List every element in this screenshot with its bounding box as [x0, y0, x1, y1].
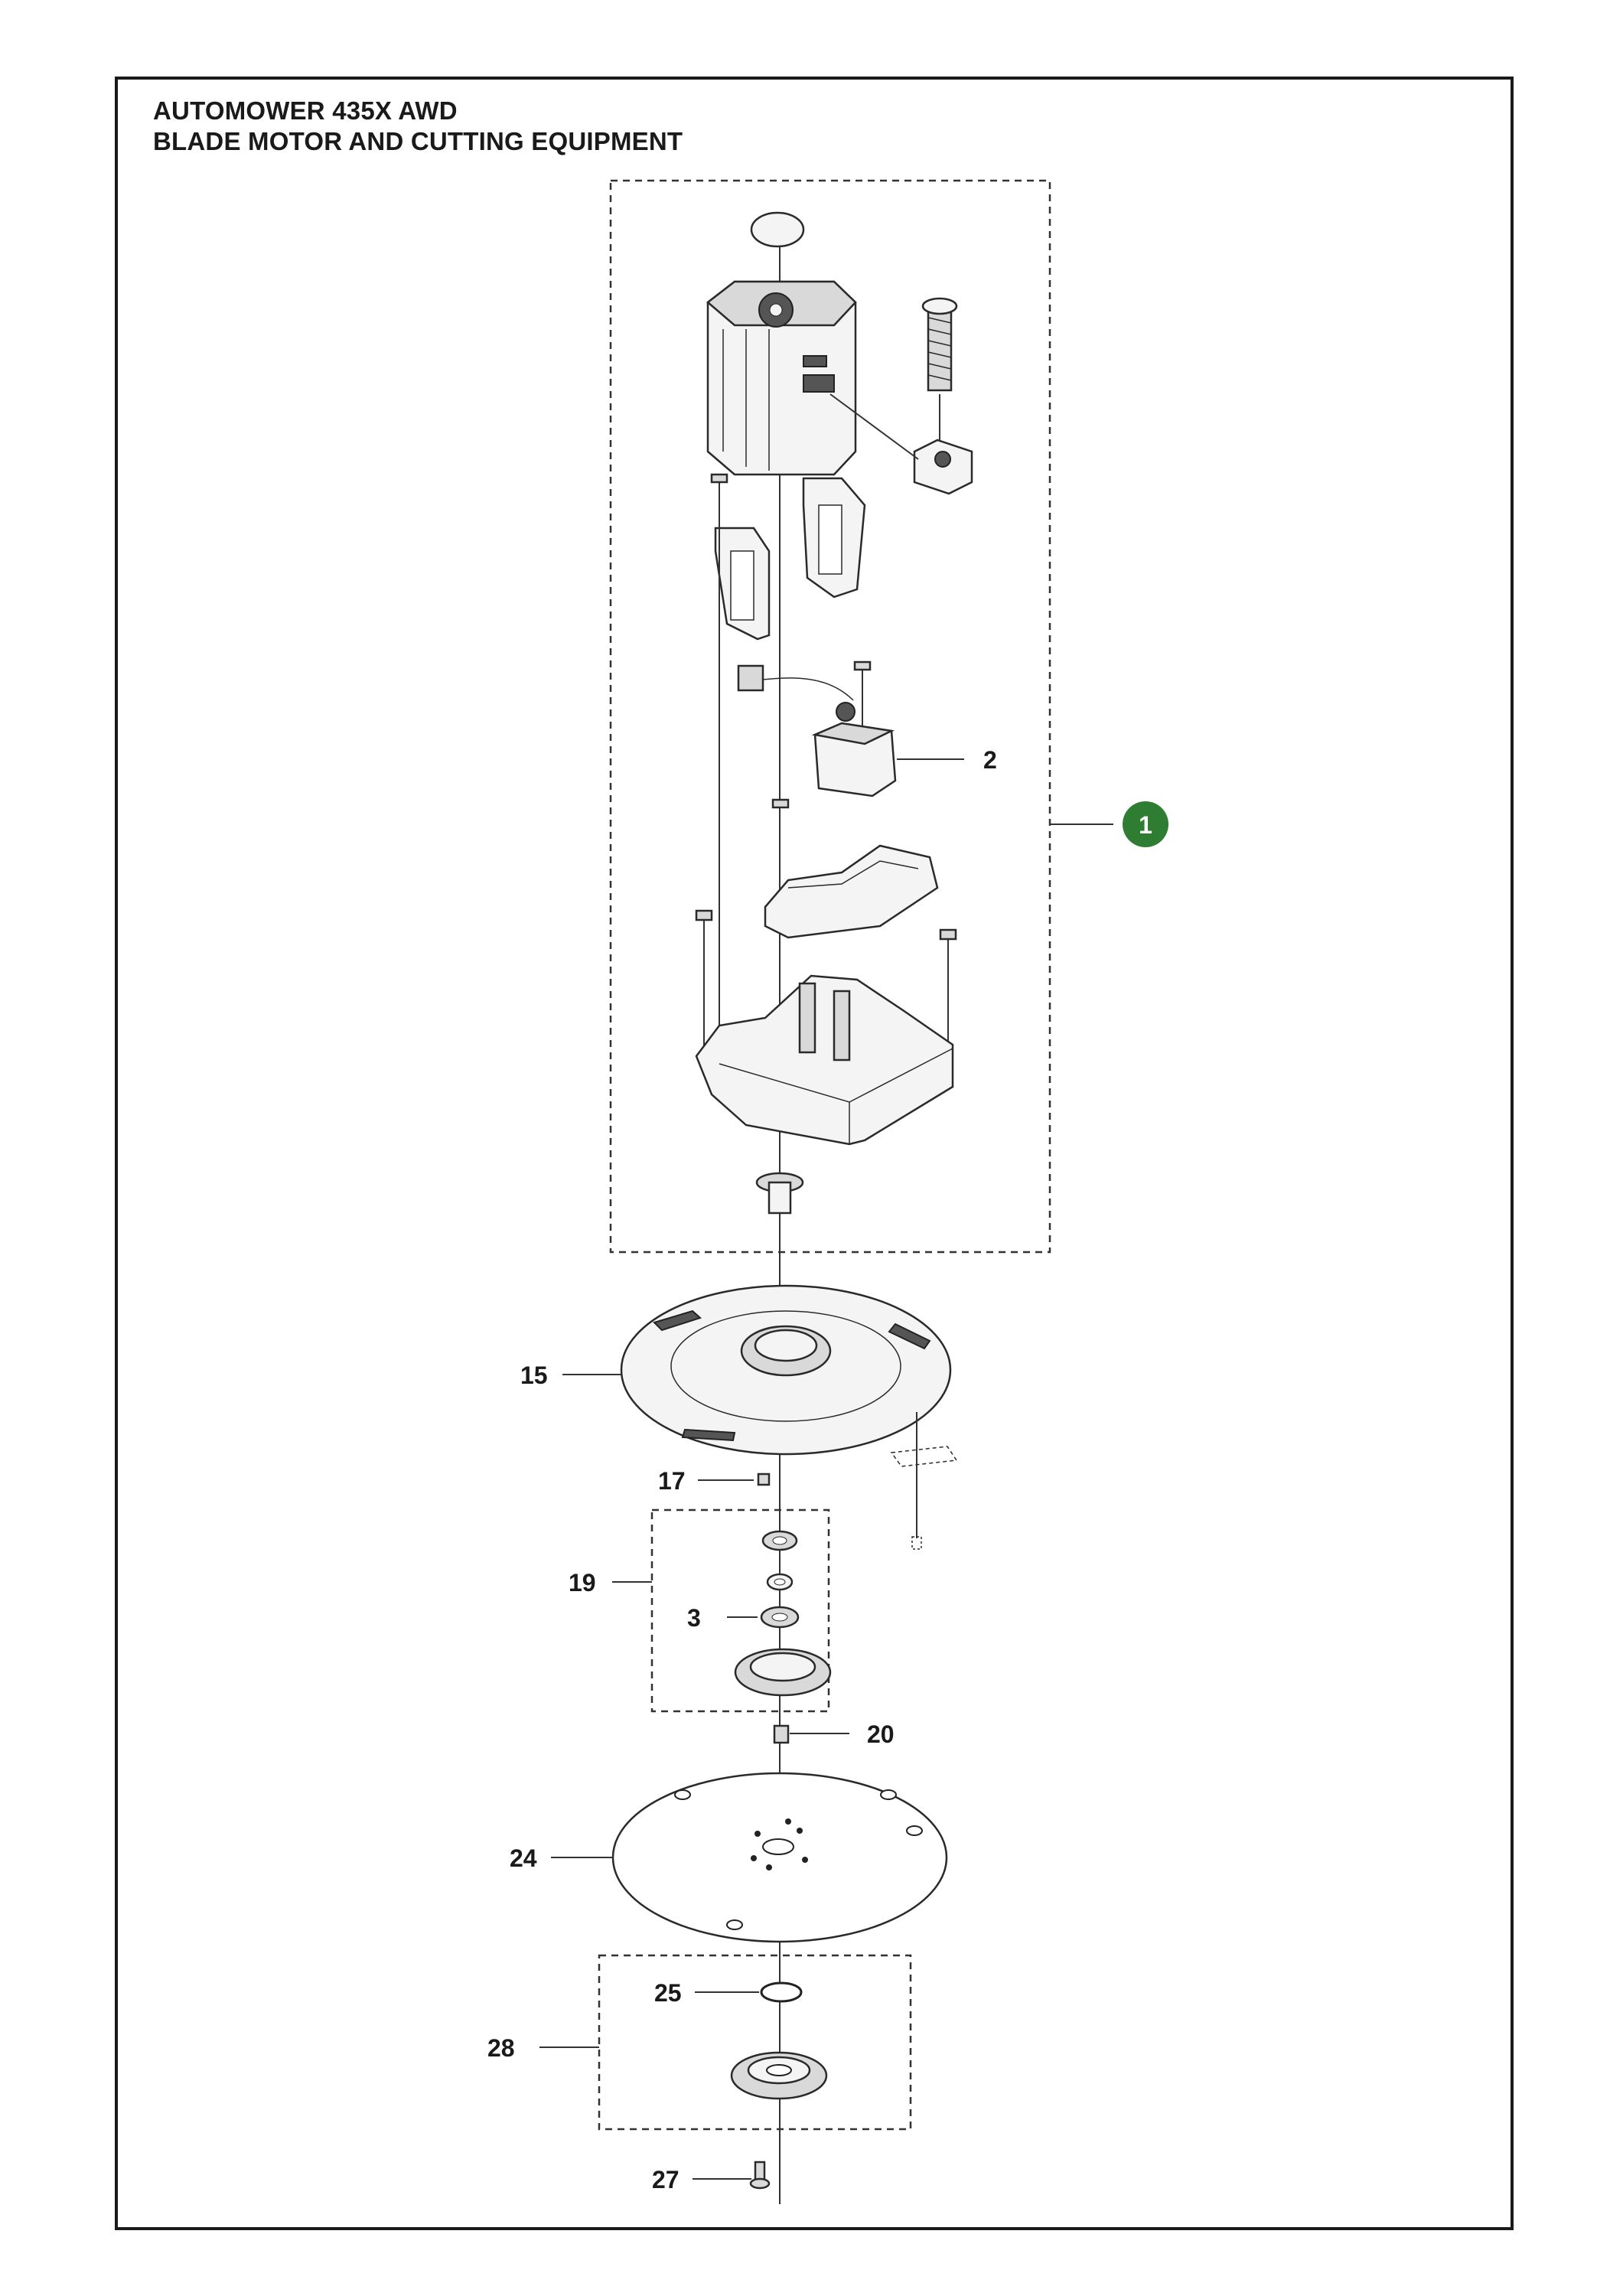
- blade-disc-part-15: [620, 1284, 952, 1456]
- hub-part: [730, 2051, 828, 2100]
- right-bracket-part: [802, 477, 866, 598]
- callout-label-25: 25: [654, 1979, 682, 2007]
- connector-cable-part: [737, 664, 854, 701]
- top-seal-part: [750, 211, 805, 248]
- bearing-housing-part: [734, 1648, 832, 1697]
- blade-motor-part: [706, 280, 857, 476]
- page-title-model: AUTOMOWER 435X AWD: [153, 96, 458, 125]
- spare-blade-part: [890, 1412, 958, 1550]
- hub-coupling-part: [755, 1172, 804, 1215]
- nut-block-part: [913, 439, 973, 495]
- callout-label-15: 15: [520, 1362, 548, 1389]
- bearing-part-3: [760, 1606, 800, 1629]
- callout-badge-1[interactable]: [1123, 801, 1168, 847]
- hub-kit-group-box-28: [598, 1954, 912, 2131]
- motor-cover-part: [764, 844, 939, 939]
- spacer-part: [766, 1573, 794, 1591]
- callout-label-28: 28: [487, 2034, 515, 2062]
- screw-part: [771, 798, 790, 809]
- leader-nut: [829, 393, 919, 460]
- callout-label-24: 24: [510, 1844, 537, 1872]
- callout-label-2: 2: [983, 746, 997, 774]
- callout-label-19: 19: [569, 1569, 596, 1596]
- callout-label-1: 1: [1139, 811, 1152, 839]
- left-bracket-part: [714, 527, 771, 641]
- callout-label-27: 27: [652, 2166, 680, 2193]
- callout-label-17: 17: [658, 1467, 686, 1495]
- bearing-part: [761, 1530, 798, 1551]
- screw-part-27: [749, 2161, 771, 2190]
- assembly-1-group-box: [609, 179, 1051, 1254]
- skid-plate-part-24: [611, 1772, 948, 1943]
- screw-part: [939, 928, 957, 1045]
- drawing-frame: [115, 77, 1514, 2230]
- electronics-module-part-2: [811, 702, 897, 797]
- screw-part-17: [757, 1473, 771, 1486]
- bearing-kit-group-box-19: [650, 1508, 830, 1713]
- callout-label-3: 3: [687, 1604, 701, 1632]
- spring-part: [921, 297, 958, 392]
- page-title-section: BLADE MOTOR AND CUTTING EQUIPMENT: [153, 127, 683, 155]
- screw-part: [695, 909, 713, 1052]
- screw-part: [710, 473, 728, 1029]
- o-ring-part-25: [760, 1981, 803, 2003]
- screw-part-20: [773, 1724, 790, 1744]
- motor-base-chassis-part: [695, 974, 954, 1146]
- callout-label-20: 20: [867, 1720, 895, 1748]
